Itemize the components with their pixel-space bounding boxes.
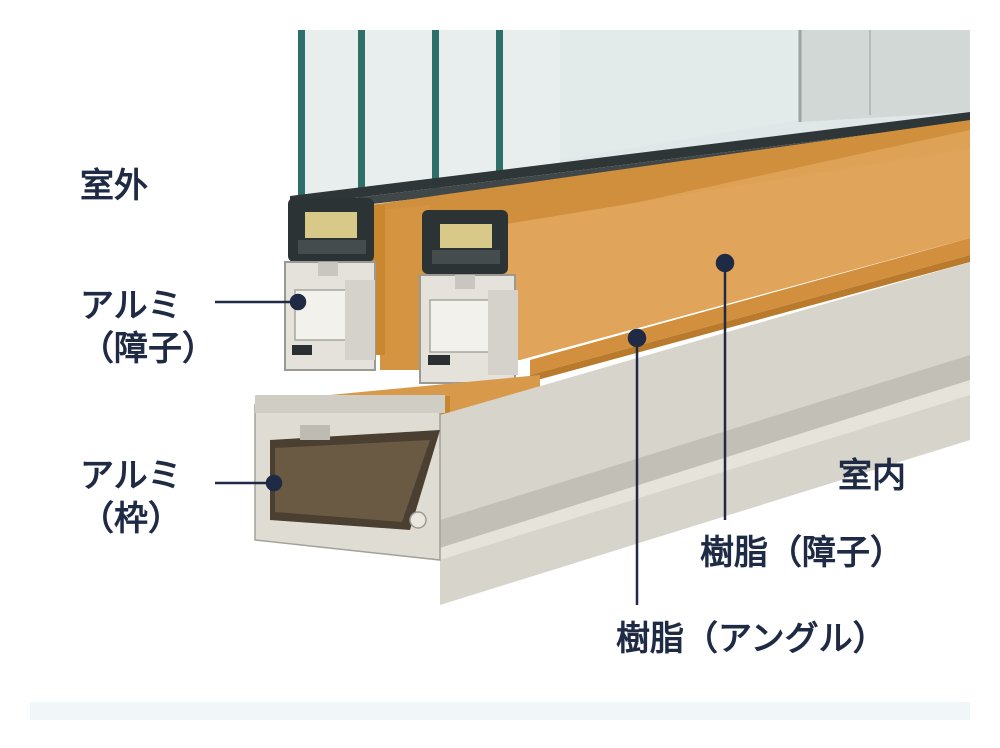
glazing-unit-left (288, 198, 374, 262)
glazing-unit-right (422, 210, 508, 274)
glass-panes (298, 30, 970, 234)
aluminum-sash-label-line1: アルミ (80, 286, 182, 326)
indoor-label: 室内 (838, 456, 906, 496)
aluminum-frame (254, 262, 970, 605)
resin-angle-label: 樹脂（アングル） (616, 619, 887, 659)
aluminum-frame-label: アルミ （枠） (80, 455, 182, 540)
aluminum-frame-label-line2: （枠） (80, 498, 182, 539)
resin-sash-label: 樹脂（障子） (700, 533, 904, 573)
aluminum-frame-label-line1: アルミ (80, 456, 182, 496)
outdoor-label: 室外 (80, 166, 148, 206)
aluminum-sash-label: アルミ （障子） (80, 285, 216, 370)
bottom-shadow-strip (30, 702, 970, 720)
aluminum-sash-profile-left (284, 261, 376, 371)
aluminum-sash-profile-right (419, 274, 518, 384)
aluminum-sash-label-line2: （障子） (80, 328, 216, 369)
leader-lines (215, 253, 735, 605)
